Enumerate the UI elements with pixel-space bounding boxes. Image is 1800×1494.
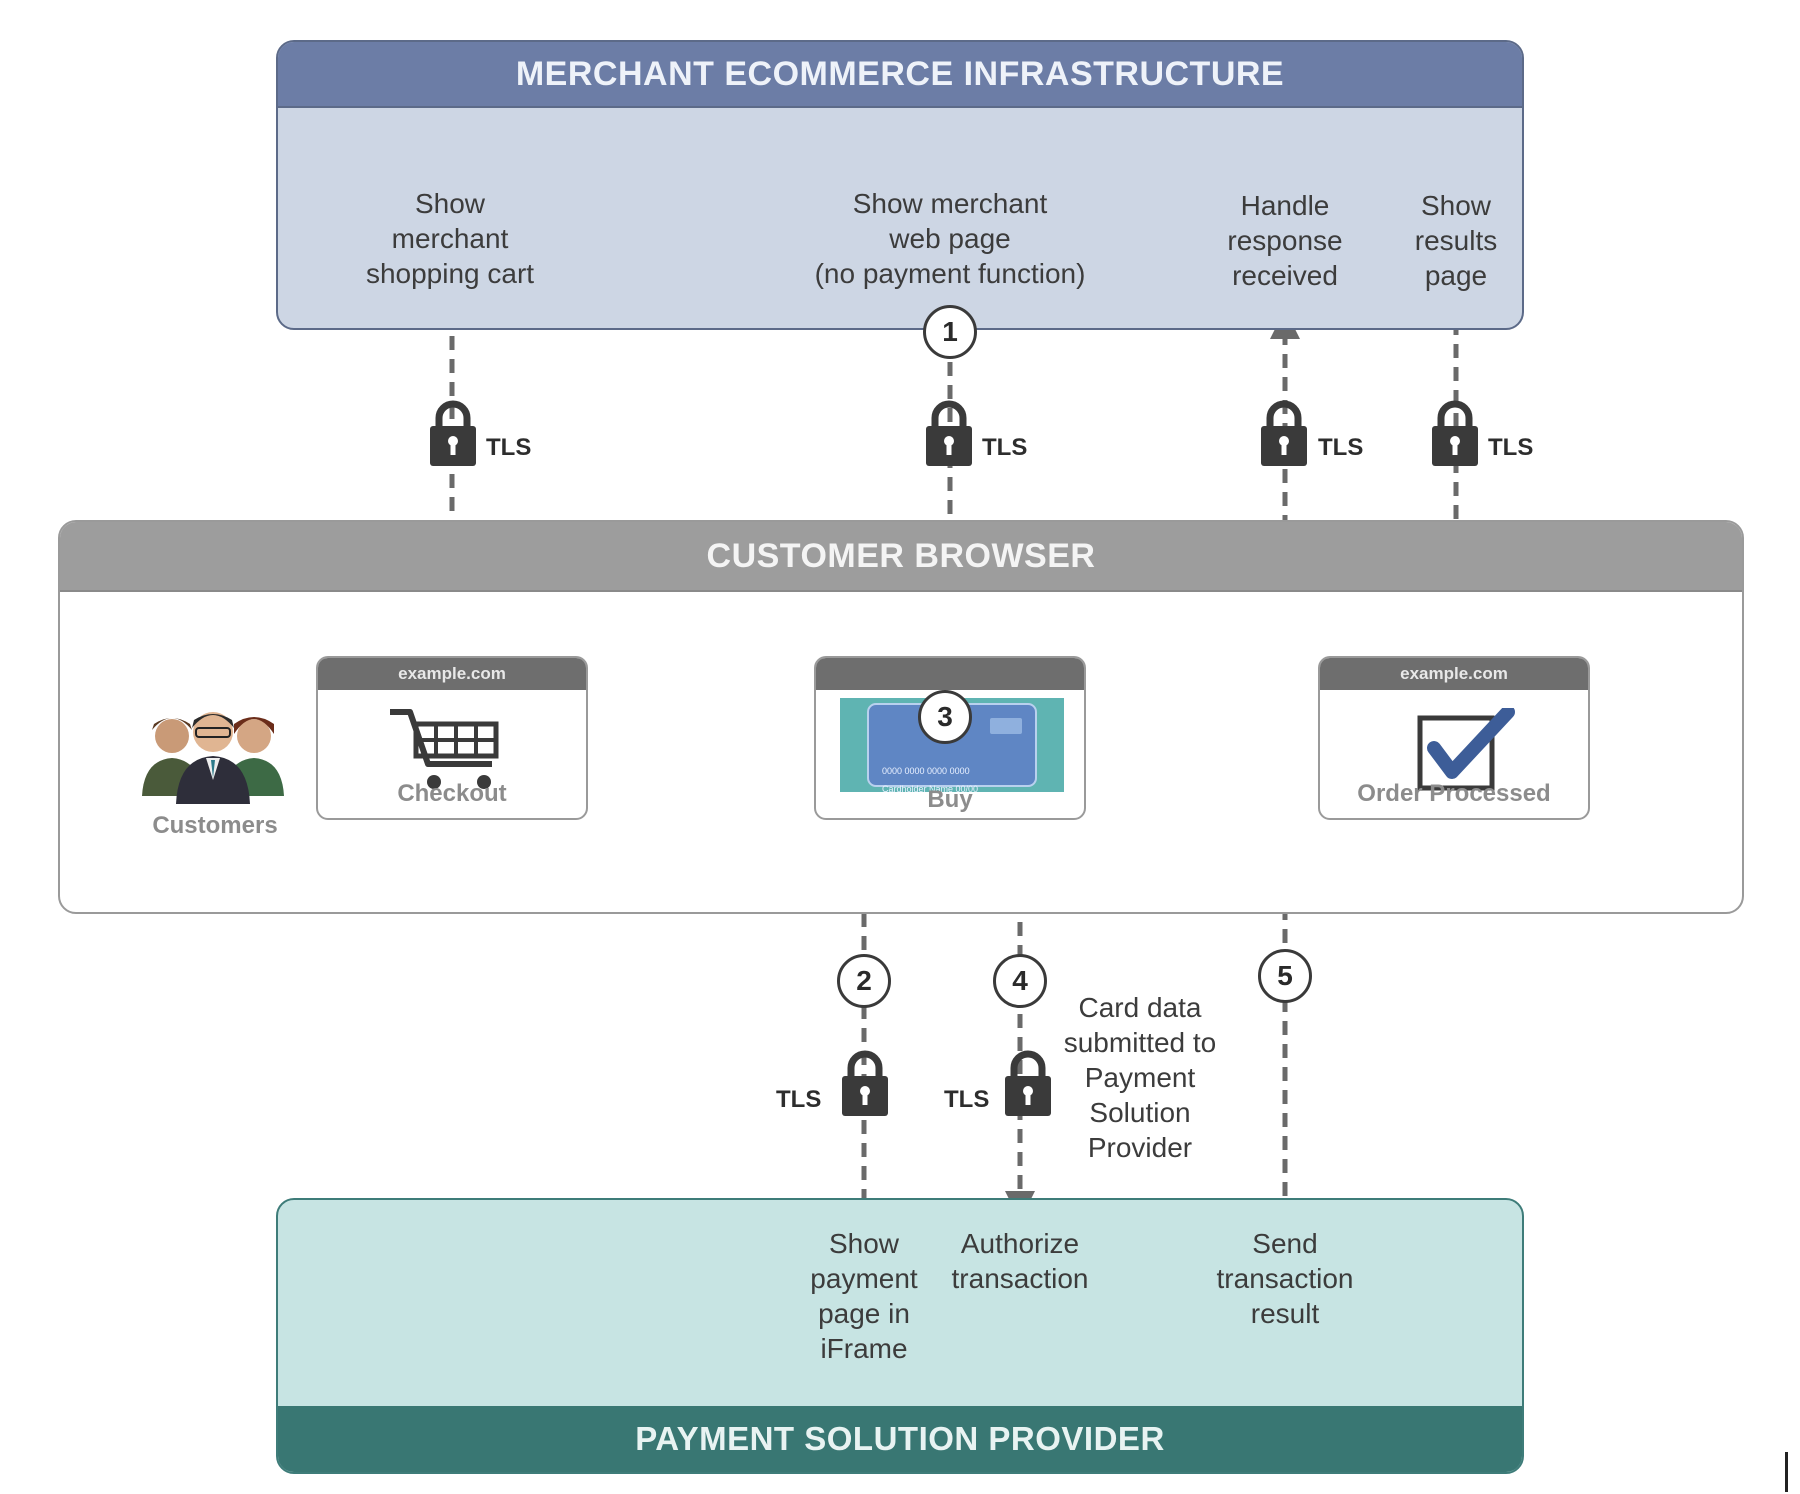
provider-panel-title: PAYMENT SOLUTION PROVIDER <box>278 1406 1522 1472</box>
card-holder: Cardholder Name 00/00 <box>882 784 979 794</box>
checkout-window: example.com Checkout <box>316 656 588 820</box>
step-number-3: 3 <box>918 690 972 744</box>
merchant-infrastructure-panel: MERCHANT ECOMMERCE INFRASTRUCTURE <box>276 40 1524 330</box>
tls-label: TLS <box>486 434 532 461</box>
checkout-window-url: example.com <box>318 658 586 690</box>
step-send-transaction-result: Send transaction result <box>1216 1228 1354 1329</box>
step-show-payment-page: Show payment page in iFrame <box>810 1228 918 1364</box>
tls-label: TLS <box>944 1086 990 1113</box>
customers-label: Customers <box>152 812 278 839</box>
step-handle-response: Handle response received <box>1227 190 1343 291</box>
step-show-merchant-web-page: Show merchant web page (no payment funct… <box>814 188 1086 289</box>
tls-label: TLS <box>1488 434 1534 461</box>
checkout-caption: Checkout <box>397 780 507 807</box>
merchant-panel-title: MERCHANT ECOMMERCE INFRASTRUCTURE <box>278 42 1522 108</box>
tls-label: TLS <box>982 434 1028 461</box>
step-number-4: 4 <box>993 954 1047 1008</box>
customers-icon <box>142 712 284 804</box>
order-processed-caption: Order Processed <box>1357 780 1551 807</box>
shopping-cart-icon <box>390 709 499 789</box>
buy-caption: Buy <box>927 786 973 813</box>
step-show-results-page: Show results page <box>1414 190 1498 291</box>
step-number-5: 5 <box>1258 949 1312 1003</box>
payment-solution-provider-panel: PAYMENT SOLUTION PROVIDER <box>276 1198 1524 1474</box>
text-cursor <box>1785 1452 1788 1492</box>
order-window-url: example.com <box>1320 658 1588 690</box>
card-data-note: Card data submitted to Payment Solution … <box>1063 992 1217 1163</box>
tls-label: TLS <box>1318 434 1364 461</box>
order-processed-window: example.com Order Processed <box>1318 656 1590 820</box>
buy-window-url <box>816 658 1084 690</box>
checkmark-icon <box>1417 708 1515 791</box>
step-number-2: 2 <box>837 954 891 1008</box>
step-number-1: 1 <box>923 305 977 359</box>
browser-panel-title: CUSTOMER BROWSER <box>60 522 1742 592</box>
step-authorize-transaction: Authorize transaction <box>951 1228 1089 1294</box>
tls-label: TLS <box>776 1086 822 1113</box>
card-number: 0000 0000 0000 0000 <box>882 766 970 776</box>
step-show-shopping-cart: Show merchant shopping cart <box>365 188 535 289</box>
